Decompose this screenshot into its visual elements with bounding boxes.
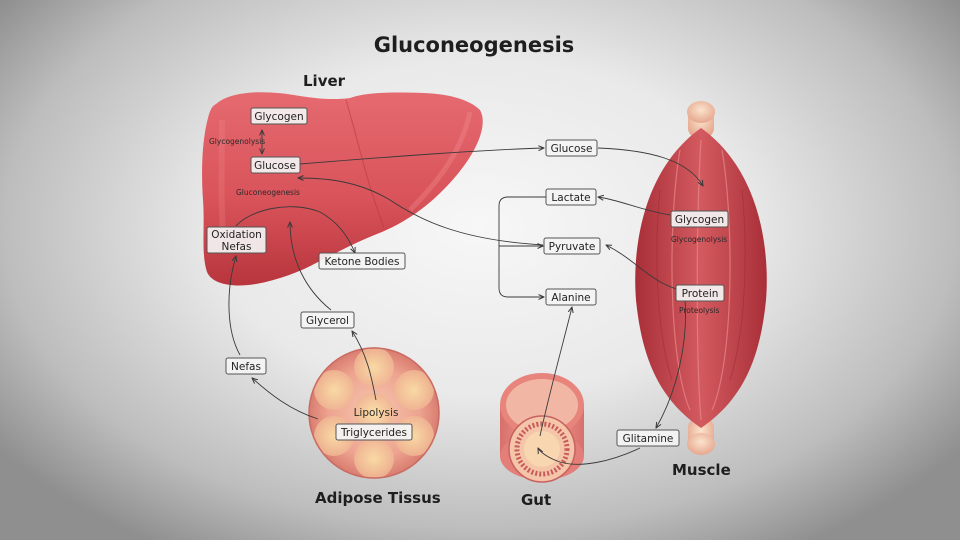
box-glycerol: Glycerol — [300, 311, 355, 329]
glycogen-to-lactate-arrow — [598, 197, 671, 216]
glucose-to-muscle-arrow — [597, 147, 703, 186]
svg-text:Glucose: Glucose — [254, 160, 296, 172]
lipolysis-label: Lipolysis — [354, 407, 399, 419]
box-muscle-glycogen: Glycogen — [670, 210, 729, 228]
gut-label: Gut — [521, 491, 551, 509]
svg-text:Ketone Bodies: Ketone Bodies — [325, 256, 400, 268]
gut-to-alanine-arrow — [539, 307, 572, 437]
to-ketone-bodies-arrow — [235, 206, 355, 253]
box-oxidation-nefas: Oxidation Nefas — [206, 226, 267, 254]
adipose-tissue — [308, 347, 440, 479]
box-glucose: Glucose — [545, 139, 598, 157]
svg-text:Glycogen: Glycogen — [254, 111, 303, 123]
liver-glucose-to-blood-arrow — [299, 148, 544, 165]
muscle-organ — [635, 101, 767, 455]
svg-text:Glycerol: Glycerol — [306, 315, 349, 327]
box-alanine: Alanine — [545, 288, 597, 306]
proteolysis-label: Proteolysis — [679, 306, 720, 315]
svg-text:Lactate: Lactate — [551, 192, 590, 204]
svg-text:Alanine: Alanine — [551, 292, 590, 304]
adipose-to-nefas-arrow — [252, 378, 319, 420]
box-liver-glycogen: Glycogen — [250, 107, 308, 125]
svg-text:Nefas: Nefas — [231, 361, 261, 373]
adipose-label: Adipose Tissus — [315, 489, 441, 507]
lactate-alanine-loop-arrow — [498, 196, 548, 297]
liver-gluconeogenesis-label: Gluconeogenesis — [236, 188, 300, 197]
glycerol-to-liver-arrow — [290, 222, 332, 311]
svg-text:Protein: Protein — [682, 288, 719, 300]
muscle-label: Muscle — [672, 461, 731, 479]
muscle-glycogenolysis-label: Glycogenolysis — [671, 235, 727, 244]
liver-label: Liver — [303, 72, 346, 90]
lipolysis-to-glycerol-arrow — [352, 331, 377, 401]
liver-glycogenolysis-label: Glycogenolysis — [209, 137, 265, 146]
box-liver-glucose: Glucose — [250, 156, 301, 174]
svg-text:Triglycerides: Triglycerides — [340, 427, 407, 439]
svg-text:Glycogen: Glycogen — [675, 214, 724, 226]
protein-to-glitamine-arrow — [656, 299, 686, 428]
box-lactate: Lactate — [545, 188, 597, 206]
flow-arrows — [228, 130, 703, 465]
svg-text:Glucose: Glucose — [551, 143, 593, 155]
box-ketone-bodies: Ketone Bodies — [318, 252, 406, 270]
protein-to-pyruvate-arrow — [606, 245, 681, 291]
box-pyruvate: Pyruvate — [543, 237, 601, 255]
svg-text:Oxidation: Oxidation — [211, 229, 262, 241]
svg-text:Nefas: Nefas — [222, 241, 252, 253]
nefas-to-oxidation-arrow — [228, 256, 241, 356]
box-triglycerides: Triglycerides — [335, 423, 413, 441]
diagram-title: Gluconeogenesis — [374, 33, 575, 57]
box-nefas: Nefas — [225, 357, 267, 375]
pyruvate-to-liver-arrow — [298, 178, 544, 246]
svg-text:Pyruvate: Pyruvate — [549, 241, 596, 253]
svg-text:Glitamine: Glitamine — [623, 433, 674, 445]
glitamine-to-gut-arrow — [538, 448, 641, 465]
box-protein: Protein — [675, 284, 725, 302]
box-glitamine: Glitamine — [616, 429, 680, 447]
